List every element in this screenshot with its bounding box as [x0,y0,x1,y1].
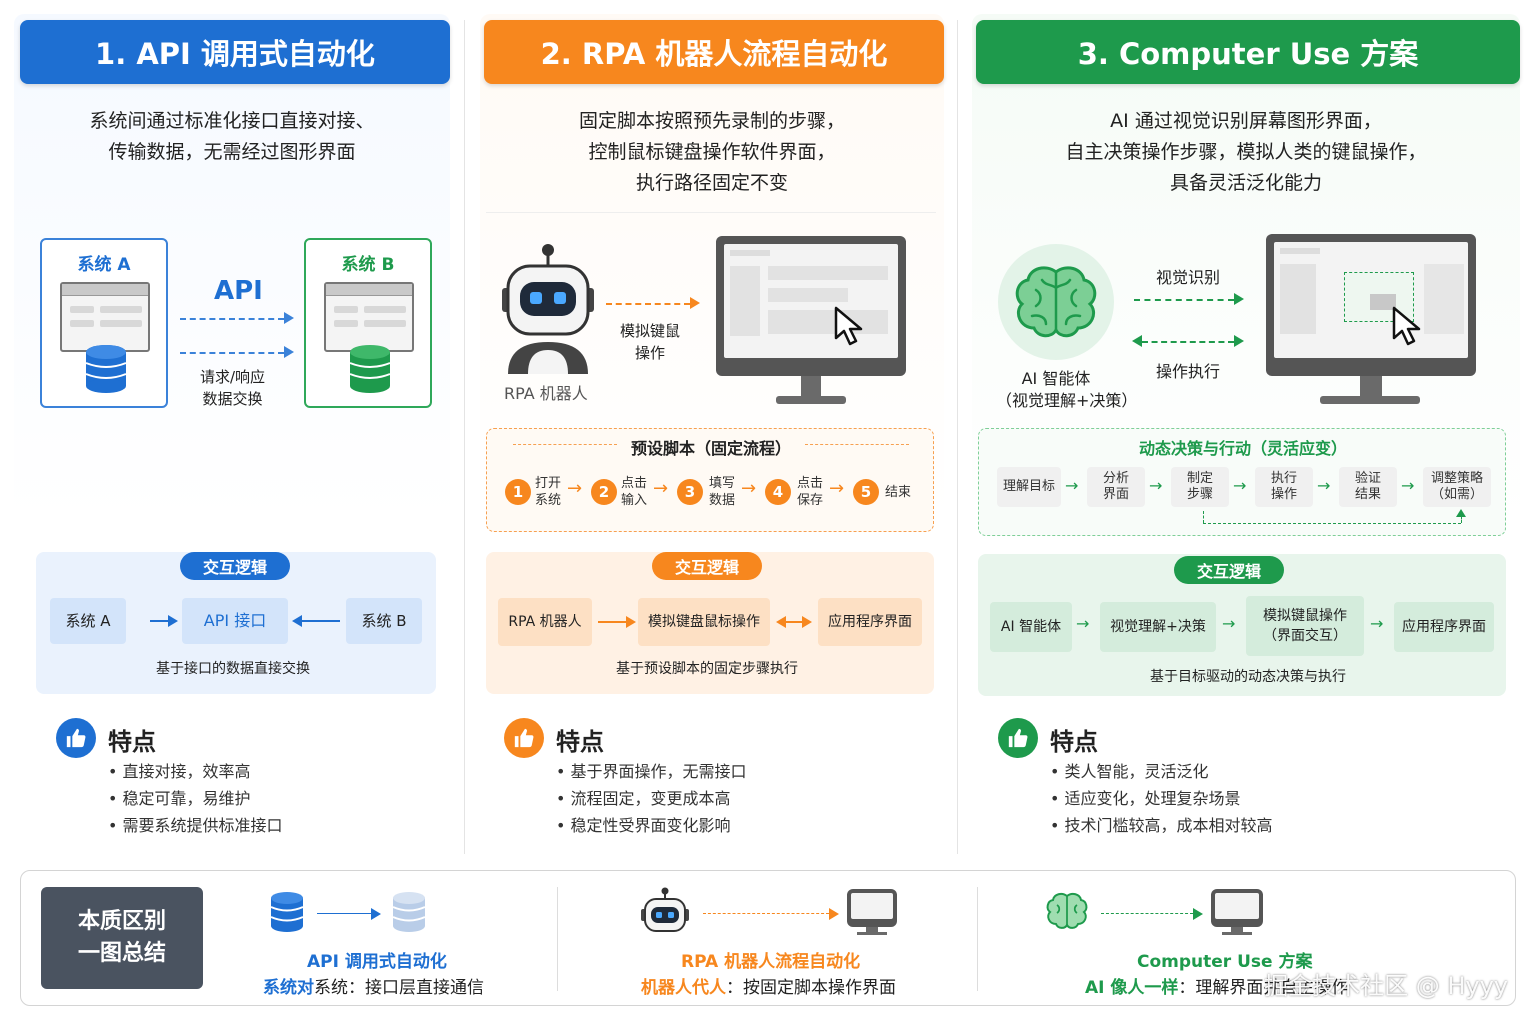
dynamic-decision-panel: 动态决策与行动（灵活应变） 理解目标 → 分析界面 → 制定步骤 → 执行操作 … [978,428,1506,536]
monitor-icon [716,236,906,376]
thumbs-up-icon [998,718,1038,758]
arrow-right-icon [1234,293,1244,305]
computer-use-description: AI 通过视觉识别屏幕图形界面， 自主决策操作步骤，模拟人类的键鼠操作， 具备灵… [1065,110,1427,194]
arrow-right-icon [626,616,636,628]
summary-label: 本质区别 一图总结 [41,887,203,989]
api-feature-list: • 直接对接，效率高 • 稳定可靠，易维护 • 需要系统提供标准接口 [108,762,283,835]
computer-use-header: 3. Computer Use 方案 [976,20,1520,84]
arrow-left-icon [776,616,786,628]
computer-use-logic-panel: 交互逻辑 AI 智能体 → 视觉理解+决策 → 模拟键鼠操作（界面交互） → 应… [978,554,1506,696]
brain-icon [1046,892,1088,929]
watermark: 掘金技术社区 @ Hyyy [1264,972,1508,1000]
arrow-right-icon [802,616,812,628]
summary-panel: 本质区别 一图总结 API 调用式自动化 系统对系统：接口层直接通信 RPA 机… [20,870,1516,1006]
database-icon [85,345,127,393]
arrow-right-icon [168,615,178,627]
exchange-label: 请求/响应 数据交换 [200,368,266,408]
brain-icon [1015,266,1097,338]
arrow-right-icon [284,312,294,324]
arrow-right-icon [371,908,381,920]
thumbs-up-icon [56,718,96,758]
rpa-description: 固定脚本按照预先录制的步骤， 控制鼠标键盘操作软件界面， 执行路径固定不变 [578,110,845,194]
rpa-feature-list: • 基于界面操作，无需接口 • 流程固定，变更成本高 • 稳定性受界面变化影响 [556,762,747,835]
monitor-icon [1266,234,1476,376]
system-a-box: 系统 A [40,238,168,408]
arrow-right-icon [284,346,294,358]
robot-icon [641,887,689,932]
system-b-box: 系统 B [304,238,432,408]
rpa-script-panel: 预设脚本（固定流程） 1 打开系统 → 2 点击输入 → 3 填写数据 → 4 … [486,428,934,532]
rpa-column: 2. RPA 机器人流程自动化 固定脚本按照预先录制的步骤， 控制鼠标键盘操作软… [480,14,944,856]
rpa-header: 2. RPA 机器人流程自动化 [484,20,944,84]
robot-icon [502,244,594,374]
arrow-right-icon [1193,908,1203,920]
database-icon [270,892,304,932]
computer-use-column: 3. Computer Use 方案 AI 通过视觉识别屏幕图形界面， 自主决策… [972,14,1520,856]
arrow-right-icon [690,297,700,309]
computer-use-feature-list: • 类人智能，灵活泛化 • 适应变化，处理复杂场景 • 技术门槛较高，成本相对较… [1050,762,1273,835]
api-logic-panel: 交互逻辑 系统 A API 接口 系统 B 基于接口的数据直接交换 [36,552,436,694]
thumbs-up-icon [504,718,544,758]
cursor-icon [1392,306,1421,346]
arrow-left-icon [292,615,302,627]
arrow-right-icon [1234,335,1244,347]
database-icon [349,345,391,393]
cursor-icon [834,306,863,346]
monitor-icon [847,889,897,927]
api-label: API [214,276,263,306]
arrow-left-icon [1132,335,1142,347]
monitor-icon [1211,889,1263,927]
api-header: 1. API 调用式自动化 [20,20,450,84]
window-icon [324,282,414,352]
window-icon [60,282,150,352]
api-column: 1. API 调用式自动化 系统间通过标准化接口直接对接、 传输数据，无需经过图… [14,14,450,856]
database-icon [392,892,426,932]
arrow-right-icon [829,908,839,920]
rpa-logic-panel: 交互逻辑 RPA 机器人 模拟键盘鼠标操作 应用程序界面 基于预设脚本的固定步骤… [486,552,934,694]
api-description: 系统间通过标准化接口直接对接、 传输数据，无需经过图形界面 [89,110,375,163]
